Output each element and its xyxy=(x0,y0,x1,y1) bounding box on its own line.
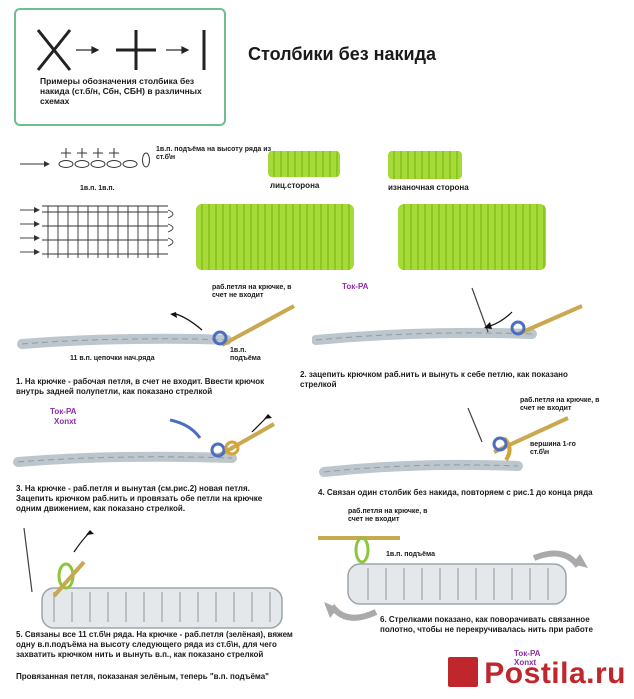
postila-watermark: Postila.ru xyxy=(448,657,626,691)
step1-loop-label: раб.петля на крючке, в счет не входит xyxy=(212,284,292,299)
right-side-label: лиц.сторона xyxy=(270,181,320,190)
step4-caption: 4. Связан один столбик без накида, повто… xyxy=(318,488,593,497)
step6-caption: 6. Стрелками показано, как поворачивать … xyxy=(380,615,593,634)
postila-logo-icon xyxy=(448,657,479,687)
wrong-side-label: изнаночная сторона xyxy=(388,183,469,192)
step6-xonxt: Xonxt xyxy=(514,658,537,667)
step1-lift-label: 1в.п. подъёма xyxy=(230,347,261,362)
swatch-small-wrong xyxy=(388,151,462,179)
step6-illustration xyxy=(318,536,588,621)
step6-lift-label: 1в.п. подъёма xyxy=(386,551,435,558)
step1-illustration xyxy=(17,304,295,349)
step2-illustration xyxy=(312,287,583,345)
page-title: Столбики без накида xyxy=(248,44,437,64)
step6-tok: Ток-РА xyxy=(514,649,541,658)
step3-illustration xyxy=(13,414,275,467)
postila-watermark-text: Postila.ru xyxy=(484,657,626,690)
step5-caption: 5. Связаны все 11 ст.б\н ряда. На крючке… xyxy=(16,630,293,659)
step6-loop-label: раб.петля на крючке, в счет не входит xyxy=(348,508,428,523)
step3-xonxt: Xonxt xyxy=(54,417,77,426)
step3-caption: 3. На крючке - раб.петля и вынутая (см.р… xyxy=(16,484,263,513)
step5-illustration xyxy=(23,527,283,629)
step1-chain-label: 11 в.п. цепочки нач.ряда xyxy=(70,355,155,362)
lift-label: 1в.п. подъёма на высоту ряда из ст.б\н xyxy=(156,146,272,161)
chain-label: 1в.п. 1в.п. xyxy=(80,185,115,192)
chain-diagram xyxy=(20,148,150,168)
swatch-small-right xyxy=(268,151,340,177)
rows-diagram xyxy=(20,205,174,258)
swatch-large-right xyxy=(196,204,354,270)
legend-box xyxy=(14,8,226,126)
step4-loop-label: раб.петля на крючке, в счет не входит xyxy=(520,397,600,412)
step4-top-label: вершина 1-го ст.б\н xyxy=(530,441,576,456)
step5-caption2: Провязанная петля, показаная зелёным, те… xyxy=(16,672,269,681)
legend-text: Примеры обозначения столбика без накида … xyxy=(40,76,202,106)
step3-tok: Ток-РА xyxy=(50,407,77,416)
swatch-large-wrong xyxy=(398,204,546,270)
tok-label-top: Ток-РА xyxy=(342,282,369,291)
step1-caption: 1. На крючке - рабочая петля, в счет не … xyxy=(16,377,265,396)
step4-illustration xyxy=(319,407,569,477)
step2-caption: 2. зацепить крючком раб.нить и вынуть к … xyxy=(300,370,568,389)
stitch-symbols xyxy=(36,29,206,71)
